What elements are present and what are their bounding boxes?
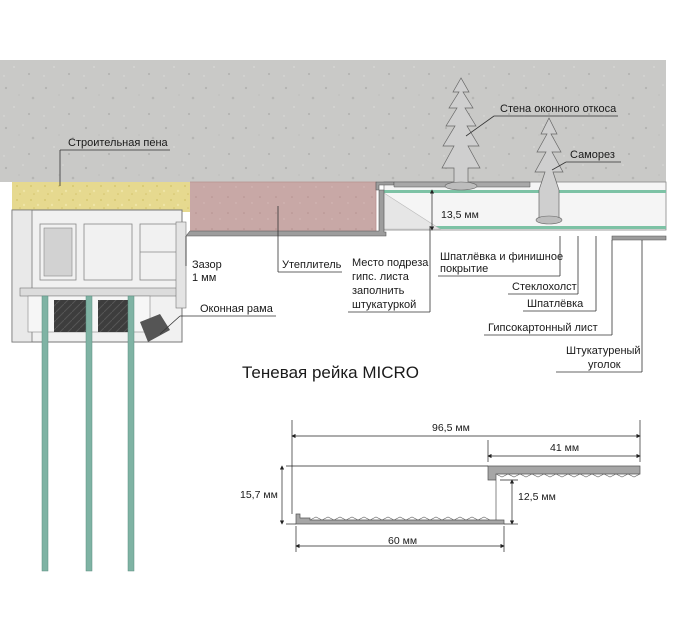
gap-label-line2: 1 мм [192,272,216,284]
foam-label: Строительная пена [68,137,169,149]
concrete-wall [0,60,666,182]
frame-label: Оконная рама [200,303,274,315]
wall-slope-label: Стена оконного откоса [500,103,617,115]
window-frame [11,209,187,343]
putty-finish-label-line2: покрытие [440,263,488,275]
putty-finish-label-line1: Шпатлёвка и финишное [440,251,563,263]
thickness-dimension: 13,5 мм [441,209,479,221]
trim-label-line3: заполнить [352,285,405,297]
width-bottom-label: 60 мм [388,535,417,547]
profile-title: Теневая рейка MICRO [242,363,419,382]
trim-label-line4: штукатуркой [352,299,416,311]
corner-label-line2: уголок [588,359,621,371]
width-total-label: 96,5 мм [432,422,470,434]
insulation-label: Утеплитель [282,259,342,271]
width-top-label: 41 мм [550,442,579,454]
drywall-sheet [383,181,667,231]
building-foam [12,182,190,212]
profile-dimensions [279,420,641,552]
height-step-label: 12,5 мм [518,491,556,503]
insulation-block [190,182,376,232]
screw-label: Саморез [570,149,615,161]
screw-icon [534,117,564,225]
trim-label-line2: гипс. листа [352,271,410,283]
putty-label: Шпатлёвка [527,298,584,310]
glazing-unit [41,295,135,572]
dowel-anchor-left [441,77,481,191]
corner-label-line1: Штукатуреный [566,345,641,357]
gap-label-line1: Зазор [192,259,222,271]
height-total-label: 15,7 мм [240,489,278,501]
fiberglass-label: Стеклохолст [512,281,577,293]
drywall-label: Гипсокартонный лист [488,322,598,334]
plaster-corner-bead [611,235,667,241]
trim-label-line1: Место подреза [352,257,429,269]
profile-drawing [295,465,641,525]
